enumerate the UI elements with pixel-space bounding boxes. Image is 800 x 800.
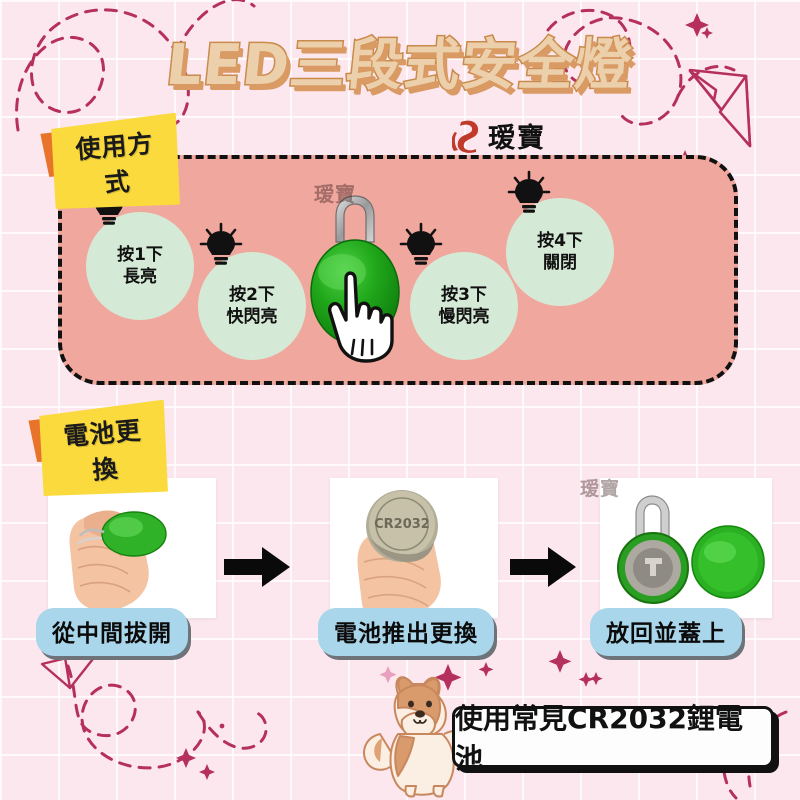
usage-mode-1: 按1下 長亮 xyxy=(86,212,194,320)
usage-mode-4: 按4下 關閉 xyxy=(506,198,614,306)
battery-step-3-caption: 放回並蓋上 xyxy=(590,608,742,656)
light-bulb-icon xyxy=(399,222,443,265)
battery-step-2-caption: 電池推出更換 xyxy=(318,608,494,656)
page-title: LED三段式安全燈 xyxy=(162,32,637,100)
caption-label: 放回並蓋上 xyxy=(606,621,726,647)
usage-section-banner: 使用方式 xyxy=(52,118,180,170)
battery-banner-label: 電池更換 xyxy=(62,415,143,486)
led-tag-product-photo: 瑷寶 xyxy=(300,180,410,365)
caption-label: 從中間拔開 xyxy=(52,621,172,647)
mode-effect-label: 快閃亮 xyxy=(226,306,278,327)
open-tag-and-green-cover-photo xyxy=(600,478,772,618)
brand-logo: 瑷寶 xyxy=(452,116,546,155)
footer-note-box: 使用常見CR2032鋰電池 xyxy=(452,702,774,775)
brand-a-mark-icon xyxy=(452,120,479,153)
mode-effect-label: 長亮 xyxy=(123,266,157,287)
photo-watermark: 瑷寶 xyxy=(580,478,621,500)
banner-plate: 電池更換 xyxy=(36,400,172,503)
right-arrow-icon xyxy=(224,547,290,587)
mode-press-label: 按2下 xyxy=(229,284,275,305)
mode-press-label: 按4下 xyxy=(537,230,583,251)
hand-holding-green-tag-photo xyxy=(48,478,216,618)
mode-press-label: 按3下 xyxy=(441,284,487,305)
mode-effect-label: 慢閃亮 xyxy=(438,306,490,327)
usage-banner-label: 使用方式 xyxy=(74,128,155,199)
mode-press-label: 按1下 xyxy=(117,244,163,265)
right-arrow-icon xyxy=(510,547,576,587)
usage-mode-3: 按3下 慢閃亮 xyxy=(410,252,518,360)
svg-text:CR2032: CR2032 xyxy=(374,517,430,532)
battery-section-banner: 電池更換 xyxy=(40,405,168,455)
brand-name: 瑷寶 xyxy=(488,123,546,154)
usage-mode-2: 按2下 快閃亮 xyxy=(198,252,306,360)
hand-holding-coin-cell-photo: CR2032 xyxy=(330,478,498,618)
footer-note-label: 使用常見CR2032鋰電池 xyxy=(455,702,744,775)
caption-label: 電池推出更換 xyxy=(334,621,478,647)
battery-step-3-photo xyxy=(600,478,772,618)
page-title-wrapper: LED三段式安全燈 xyxy=(0,20,800,101)
banner-plate: 使用方式 xyxy=(48,113,184,216)
light-bulb-icon xyxy=(199,222,243,265)
battery-step-1-caption: 從中間拔開 xyxy=(36,608,188,656)
pointing-hand-cursor-icon xyxy=(328,271,394,363)
battery-step-1-photo xyxy=(48,478,216,618)
light-bulb-icon xyxy=(507,170,551,213)
product-watermark: 瑷寶 xyxy=(314,182,356,206)
mode-effect-label: 關閉 xyxy=(543,252,577,273)
battery-step-2-photo: CR2032 xyxy=(330,478,498,618)
